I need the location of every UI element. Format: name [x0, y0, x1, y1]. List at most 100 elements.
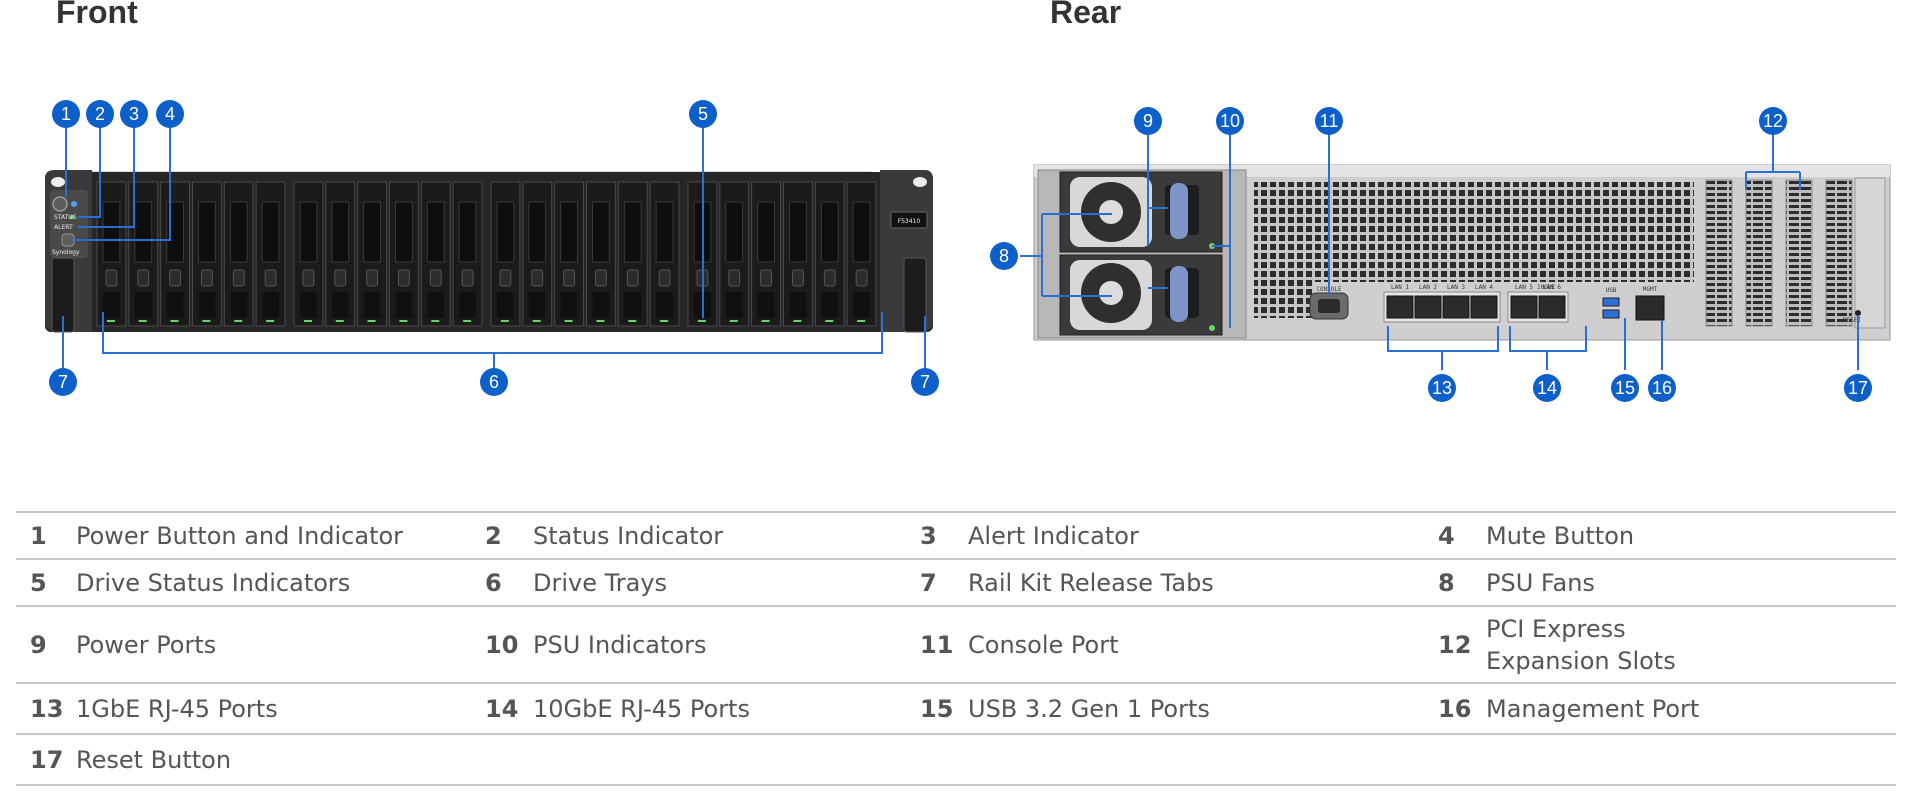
legend-number: 3 [920, 521, 937, 550]
drive-status-indicator [170, 320, 179, 322]
legend-number: 14 [485, 694, 519, 723]
pcie-slot-4 [1825, 179, 1853, 327]
drive-status-indicator [234, 320, 243, 322]
leader-3 [78, 126, 135, 228]
model-badge [890, 211, 928, 229]
legend-number: 7 [920, 568, 937, 597]
legend-label: 1GbE RJ-45 Ports [76, 694, 278, 723]
drive-tray[interactable] [617, 181, 648, 327]
left-ear-hole [51, 177, 65, 187]
legend-number: 2 [485, 521, 502, 550]
drive-tray[interactable] [325, 181, 356, 327]
console-port[interactable] [1309, 292, 1349, 320]
legend-row: 5 Drive Status Indicators 6 Drive Trays … [16, 559, 1896, 606]
lan-10gbe-port-1[interactable] [1510, 295, 1538, 319]
callout-10: 10 [1216, 107, 1244, 135]
lan-1gbe-port-2[interactable] [1414, 295, 1442, 319]
mute-button[interactable] [61, 233, 75, 247]
drive-tray[interactable] [719, 181, 750, 327]
psu-indicator-2 [1209, 325, 1215, 331]
lan-1gbe-port-label: LAN 4 [1475, 284, 1493, 291]
drive-tray[interactable] [522, 181, 553, 327]
usb-port-2[interactable] [1602, 309, 1620, 319]
drive-tray[interactable] [293, 181, 324, 327]
lan-10gbe-port-2[interactable] [1538, 295, 1566, 319]
legend-label: Drive Trays [533, 568, 668, 597]
drive-tray[interactable] [96, 181, 127, 327]
model-badge-text: FS3410 [898, 218, 921, 225]
legend-label: 10GbE RJ-45 Ports [533, 694, 750, 723]
drive-tray[interactable] [490, 181, 521, 327]
drive-tray[interactable] [357, 181, 387, 327]
drive-tray[interactable] [751, 181, 782, 327]
legend-row: 13 1GbE RJ-45 Ports 14 10GbE RJ-45 Ports… [16, 683, 1896, 734]
drive-tray[interactable] [160, 181, 191, 327]
lan-1gbe-port-label: LAN 3 [1447, 284, 1465, 291]
callout-11: 11 [1315, 107, 1343, 135]
drive-tray[interactable] [389, 181, 419, 327]
lan-1gbe-port-3[interactable] [1442, 295, 1470, 319]
power-button[interactable] [52, 196, 68, 212]
lan-1gbe-port-4[interactable] [1470, 295, 1498, 319]
drive-status-indicator [463, 320, 472, 322]
svg-text:14: 14 [1537, 378, 1557, 398]
svg-text:2: 2 [95, 104, 105, 124]
lan-10gbe-port-label: LAN 6 [1543, 284, 1561, 291]
svg-text:16: 16 [1652, 378, 1672, 398]
legend-number: 12 [1438, 630, 1472, 659]
usb-port-1[interactable] [1602, 297, 1620, 307]
alert-led-label: ALERT [54, 224, 73, 231]
legend-label: Management Port [1486, 694, 1700, 723]
svg-text:4: 4 [165, 104, 175, 124]
callout-4: 4 [156, 100, 184, 128]
legend-number: 6 [485, 568, 502, 597]
svg-text:10: 10 [1220, 111, 1240, 131]
legend-number: 17 [30, 745, 64, 774]
drive-status-indicator [266, 320, 275, 322]
legend-label: USB 3.2 Gen 1 Ports [968, 694, 1210, 723]
callout-2: 2 [86, 100, 114, 128]
rear-top-rim [1034, 165, 1890, 177]
leader-2 [78, 126, 101, 218]
rail-release-tab-right[interactable] [903, 257, 927, 333]
drive-tray[interactable] [783, 181, 813, 327]
leader-14 [1509, 326, 1587, 370]
callout-7-left: 7 [49, 368, 77, 396]
drive-tray[interactable] [255, 181, 286, 327]
pcie-slot-3 [1785, 179, 1813, 327]
drive-tray[interactable] [846, 181, 877, 327]
leader-8 [1020, 213, 1112, 297]
psu-2 [1059, 254, 1223, 336]
legend-number: 10 [485, 630, 519, 659]
drive-tray[interactable] [554, 181, 585, 327]
management-port[interactable] [1635, 295, 1665, 321]
svg-text:1: 1 [61, 104, 71, 124]
front-leader-lines [62, 126, 926, 370]
drive-tray[interactable] [192, 181, 222, 327]
drive-status-indicator [628, 320, 637, 322]
psu-1 [1059, 171, 1223, 253]
reset-label: RESET [1843, 317, 1861, 324]
drive-status-indicator [857, 320, 866, 322]
legend-label: Reset Button [76, 745, 232, 774]
drive-status-indicator [399, 320, 408, 322]
lan-1gbe-port-1[interactable] [1386, 295, 1414, 319]
legend-number: 11 [920, 630, 954, 659]
svg-text:11: 11 [1320, 111, 1339, 131]
power-indicator [71, 201, 77, 207]
callout-12: 12 [1759, 107, 1787, 135]
component-legend-table: 1 Power Button and Indicator 2 Status In… [16, 511, 1896, 786]
reset-button[interactable] [1855, 310, 1861, 316]
drive-tray[interactable] [452, 181, 483, 327]
svg-text:7: 7 [920, 372, 930, 392]
drive-tray[interactable] [649, 181, 680, 327]
drive-tray[interactable] [586, 181, 616, 327]
alert-led [70, 225, 74, 229]
legend-number: 13 [30, 694, 64, 723]
pcie-slot-2 [1745, 179, 1773, 327]
drive-tray[interactable] [814, 181, 845, 327]
drive-tray[interactable] [420, 181, 451, 327]
drive-tray[interactable] [223, 181, 254, 327]
